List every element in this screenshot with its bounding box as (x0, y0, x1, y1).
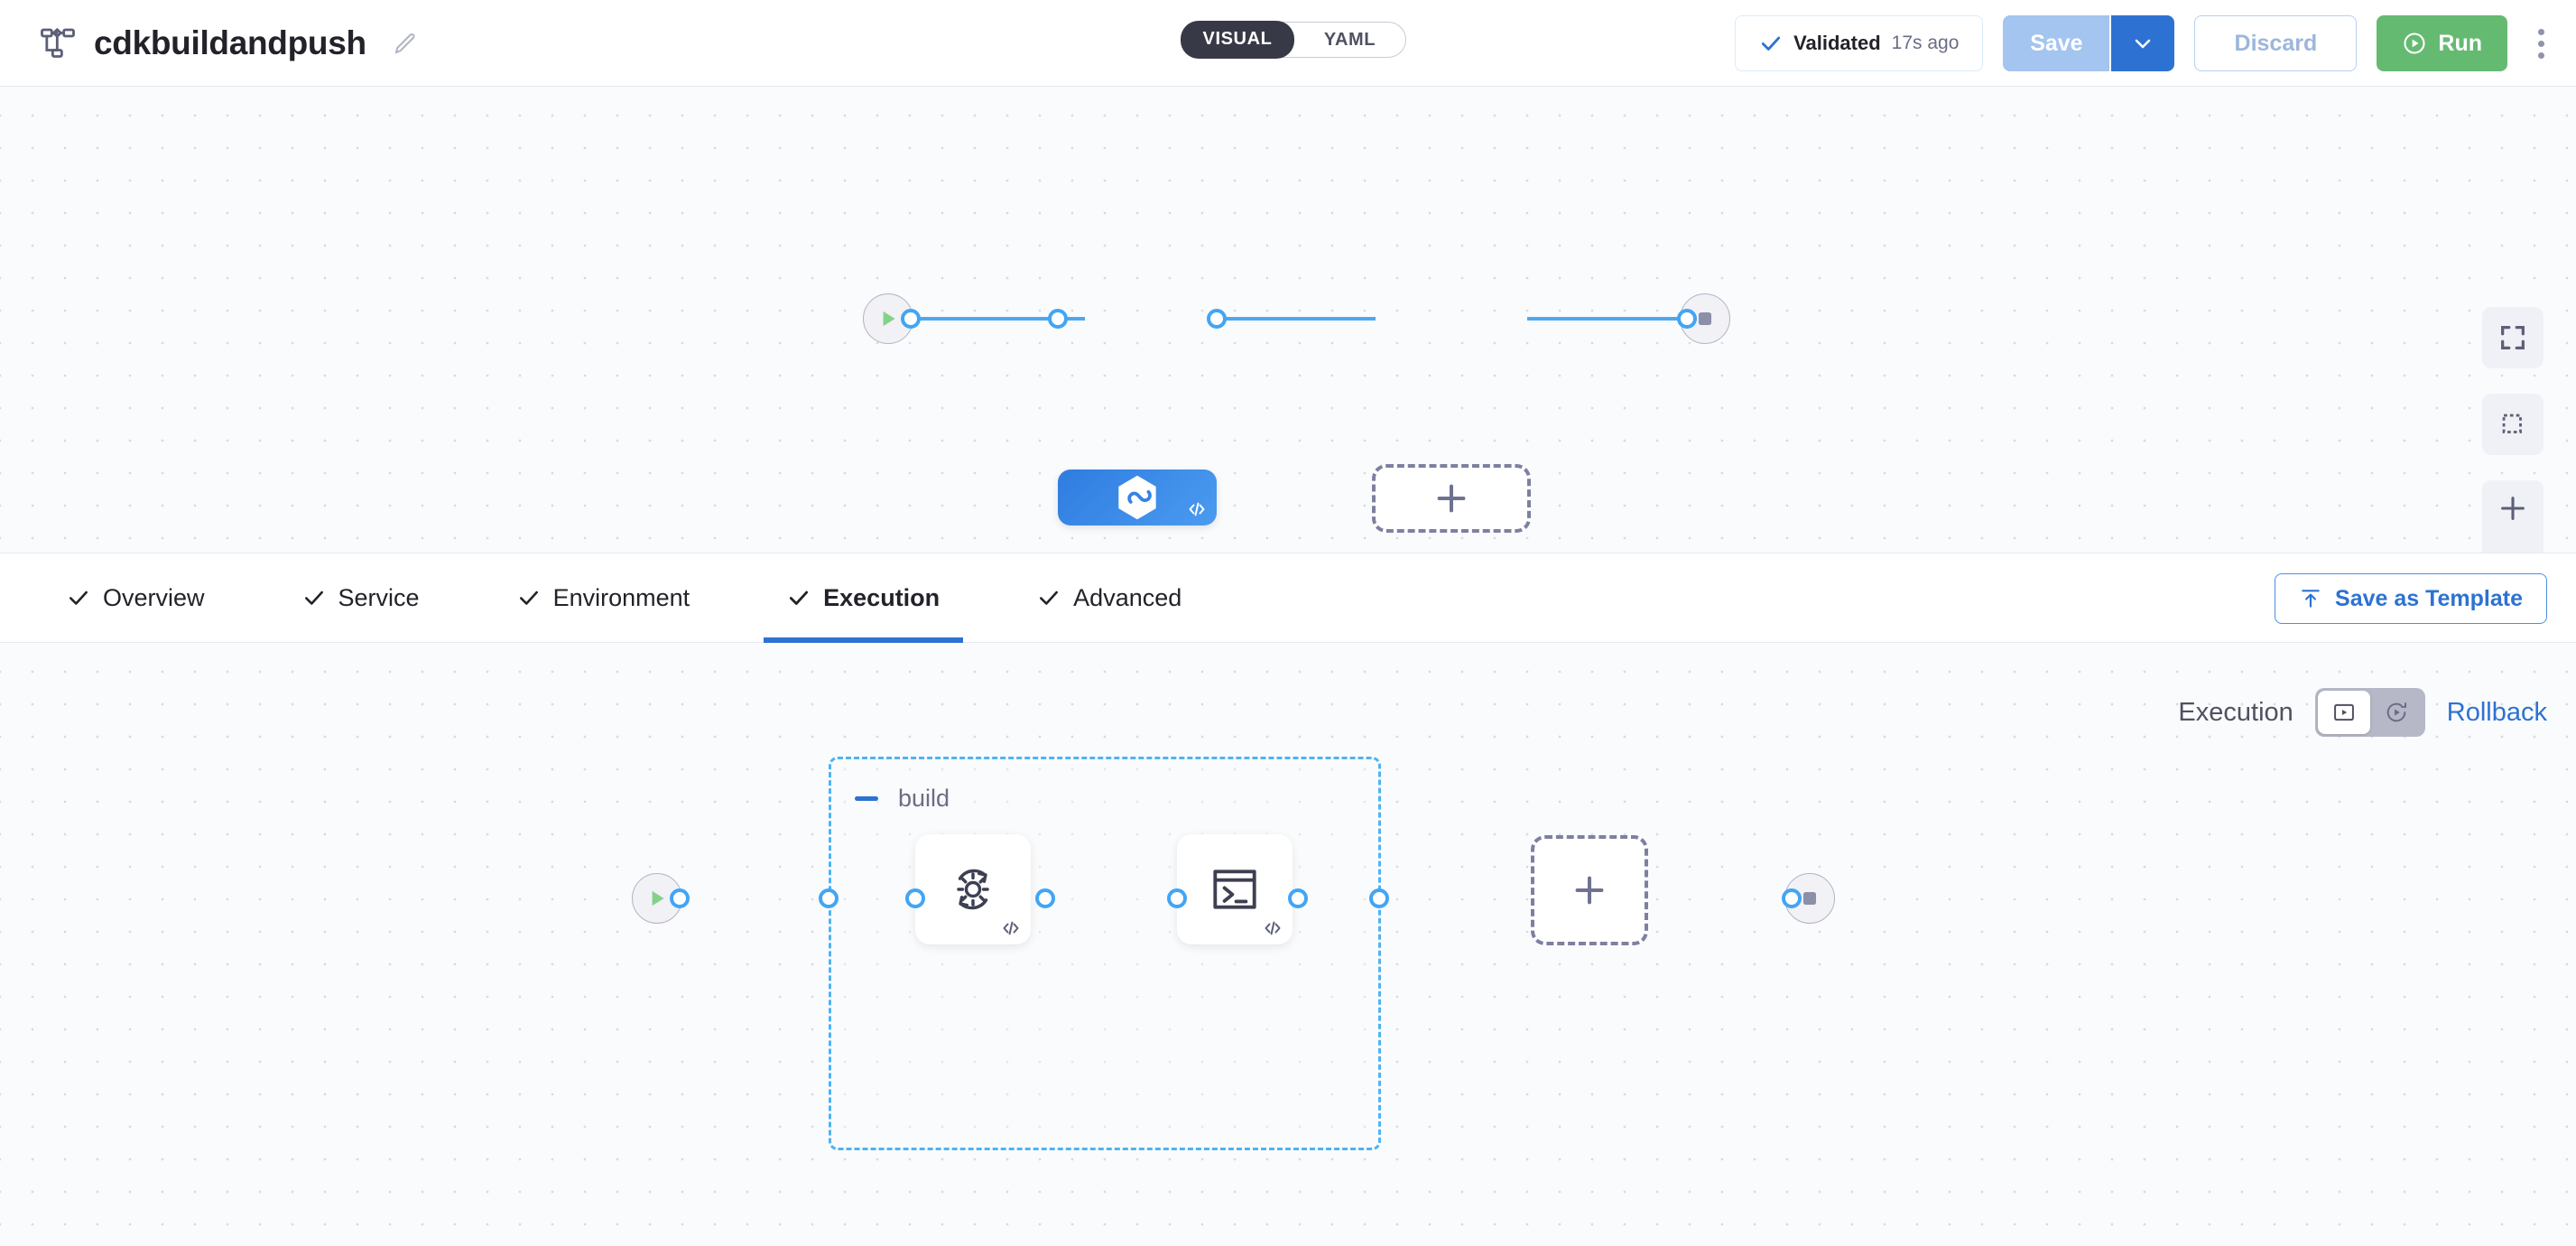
validated-label: Validated (1793, 32, 1881, 54)
execution-mode-button[interactable] (2317, 691, 2370, 734)
tab-visual[interactable]: VISUAL (1181, 20, 1294, 59)
play-circle-icon (2402, 31, 2427, 56)
check-icon (302, 586, 326, 609)
tab-list: Overview Service Environment Execution A… (0, 553, 1256, 643)
port-ckd-out[interactable] (1207, 309, 1227, 329)
save-as-template-button[interactable]: Save as Template (2275, 573, 2547, 624)
run-label: Run (2438, 30, 2482, 56)
save-dropdown-button[interactable] (2109, 15, 2175, 71)
minus-icon[interactable] (855, 796, 878, 801)
add-step-button[interactable] (1531, 835, 1648, 945)
stop-icon (1798, 887, 1821, 910)
harness-cd-hexagon-icon (1109, 470, 1165, 525)
header-actions: Validated 17s ago Save Discard Run (1735, 0, 2554, 87)
zoom-out-button[interactable] (2482, 536, 2544, 553)
code-badge-icon (1000, 917, 1022, 939)
save-button-group: Save (2003, 15, 2175, 71)
stop-icon (1693, 307, 1717, 330)
check-icon (517, 586, 541, 609)
plus-icon (1431, 478, 1472, 519)
header-left: cdkbuildandpush (0, 24, 419, 62)
tab-label: Execution (823, 583, 941, 611)
port-start-out[interactable] (901, 309, 921, 329)
play-icon (876, 307, 900, 330)
check-icon (787, 586, 811, 609)
run-button[interactable]: Run (2377, 15, 2507, 71)
status-badge: Validated 17s ago (1735, 15, 1984, 71)
tab-label: Overview (103, 583, 205, 611)
port-exec-end-in[interactable] (1782, 888, 1802, 908)
port-buildpush-in[interactable] (1167, 888, 1187, 908)
pipeline-flow-icon (40, 25, 76, 61)
execution-toolbar: Execution Rol (2178, 688, 2547, 737)
port-buildpush-out[interactable] (1288, 888, 1308, 908)
rollback-play-icon (2384, 700, 2409, 725)
step-card-dind[interactable] (915, 834, 1031, 944)
selection-box-icon (2482, 396, 2544, 452)
visual-yaml-toggle[interactable]: VISUAL YAML (1181, 20, 1406, 59)
play-icon (645, 887, 669, 910)
port-ckd-in[interactable] (1048, 309, 1068, 329)
app-header: cdkbuildandpush VISUAL YAML Validated 17… (0, 0, 2576, 87)
plus-icon (1569, 869, 1610, 911)
kebab-menu-icon[interactable] (2527, 15, 2554, 71)
upload-icon (2299, 587, 2322, 610)
execution-label: Execution (2178, 697, 2293, 727)
edge-start-to-ckd (913, 317, 1085, 321)
group-label: build (898, 785, 950, 812)
fit-screen-icon (2482, 310, 2544, 366)
tab-advanced[interactable]: Advanced (1014, 553, 1205, 643)
page-title: cdkbuildandpush (94, 23, 366, 61)
zoom-in-button[interactable] (2482, 480, 2544, 536)
group-header: build (855, 785, 950, 813)
validated-timestamp: 17s ago (1891, 33, 1960, 53)
discard-button[interactable]: Discard (2194, 15, 2358, 71)
port-exec-start-out[interactable] (670, 888, 690, 908)
add-stage-button[interactable] (1372, 464, 1531, 533)
step-group-build[interactable]: build (829, 757, 1381, 1150)
fit-screen-button[interactable] (2482, 307, 2544, 368)
rollback-mode-button[interactable] (2370, 691, 2423, 734)
execution-canvas[interactable]: Execution Rol (0, 643, 2576, 1246)
config-tabbar: Overview Service Environment Execution A… (0, 553, 2576, 643)
selection-box-button[interactable] (2482, 394, 2544, 455)
step-card-build-and-push[interactable] (1177, 834, 1293, 944)
tab-label: Environment (552, 583, 690, 611)
check-icon (1037, 586, 1061, 609)
tab-label: Service (338, 583, 420, 611)
tab-execution[interactable]: Execution (764, 553, 964, 643)
port-group-in[interactable] (819, 888, 839, 908)
code-badge-icon (1186, 498, 1208, 520)
save-as-template-label: Save as Template (2335, 585, 2523, 611)
edge-addstage-to-end (1527, 317, 1690, 321)
stage-canvas[interactable]: ckd Add Stage (0, 87, 2576, 553)
tab-environment[interactable]: Environment (494, 553, 714, 643)
check-icon (67, 586, 90, 609)
zoom-controls (2482, 480, 2544, 553)
terminal-icon (1207, 861, 1263, 917)
tab-overview[interactable]: Overview (43, 553, 228, 643)
play-box-icon (2331, 700, 2357, 725)
chevron-down-icon (2132, 33, 2154, 54)
port-dind-in[interactable] (905, 888, 925, 908)
rollback-link[interactable]: Rollback (2446, 697, 2547, 727)
tab-yaml[interactable]: YAML (1323, 29, 1376, 50)
tab-service[interactable]: Service (279, 553, 443, 643)
execution-rollback-toggle[interactable] (2314, 688, 2425, 737)
save-button[interactable]: Save (2003, 15, 2110, 71)
gear-rotate-icon (945, 861, 1001, 917)
code-badge-icon (1262, 917, 1283, 939)
edge-ckd-to-addstage (1217, 317, 1376, 321)
port-dind-out[interactable] (1035, 888, 1055, 908)
canvas-tools (2482, 307, 2544, 553)
port-group-out[interactable] (1369, 888, 1389, 908)
port-end-in[interactable] (1677, 309, 1697, 329)
stage-node-ckd[interactable] (1058, 470, 1217, 525)
tab-label: Advanced (1073, 583, 1182, 611)
check-icon (1759, 32, 1783, 55)
pencil-icon[interactable] (385, 30, 419, 57)
